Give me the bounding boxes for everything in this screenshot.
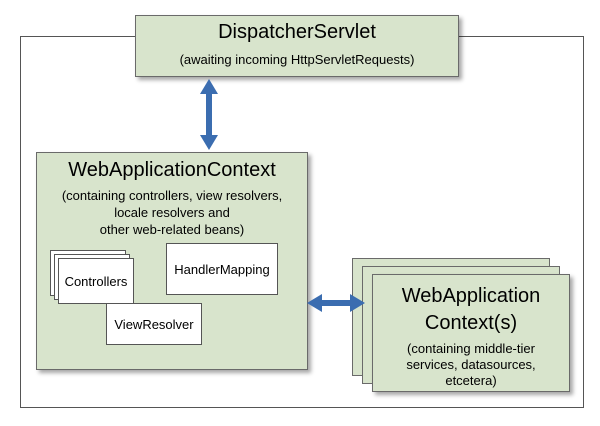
controllers-label: Controllers (64, 273, 128, 289)
title-line: Context(s) (424, 312, 518, 334)
description-line: (containing middle-tier (407, 341, 535, 356)
root-application-context-box: WebApplication Context(s) (containing mi… (372, 274, 570, 392)
description-line: etcetera) (445, 373, 497, 388)
title-line: WebApplication (401, 285, 541, 307)
description-line: other web-related beans) (99, 222, 245, 237)
description-line: services, datasources, (406, 357, 536, 372)
handler-mapping-label: HandlerMapping (174, 261, 270, 277)
web-application-context-title: WebApplicationContext (68, 159, 276, 181)
view-resolver-box: ViewResolver (106, 303, 202, 345)
web-application-context-description: (containing controllers, view resolvers,… (41, 187, 303, 238)
dispatcher-servlet-title: DispatcherServlet (218, 21, 376, 43)
root-application-context-description: (containing middle-tier services, dataso… (373, 341, 569, 389)
root-application-context-title: WebApplication Context(s) (373, 283, 569, 337)
description-line: locale resolvers and (114, 205, 230, 220)
description-line: (containing controllers, view resolvers, (61, 188, 283, 203)
dispatcher-servlet-box: DispatcherServlet (awaiting incoming Htt… (135, 15, 459, 77)
dispatcher-servlet-subtitle: (awaiting incoming HttpServletRequests) (179, 52, 415, 67)
view-resolver-label: ViewResolver (114, 316, 194, 332)
handler-mapping-box: HandlerMapping (166, 243, 278, 295)
controllers-box: Controllers (58, 258, 134, 304)
